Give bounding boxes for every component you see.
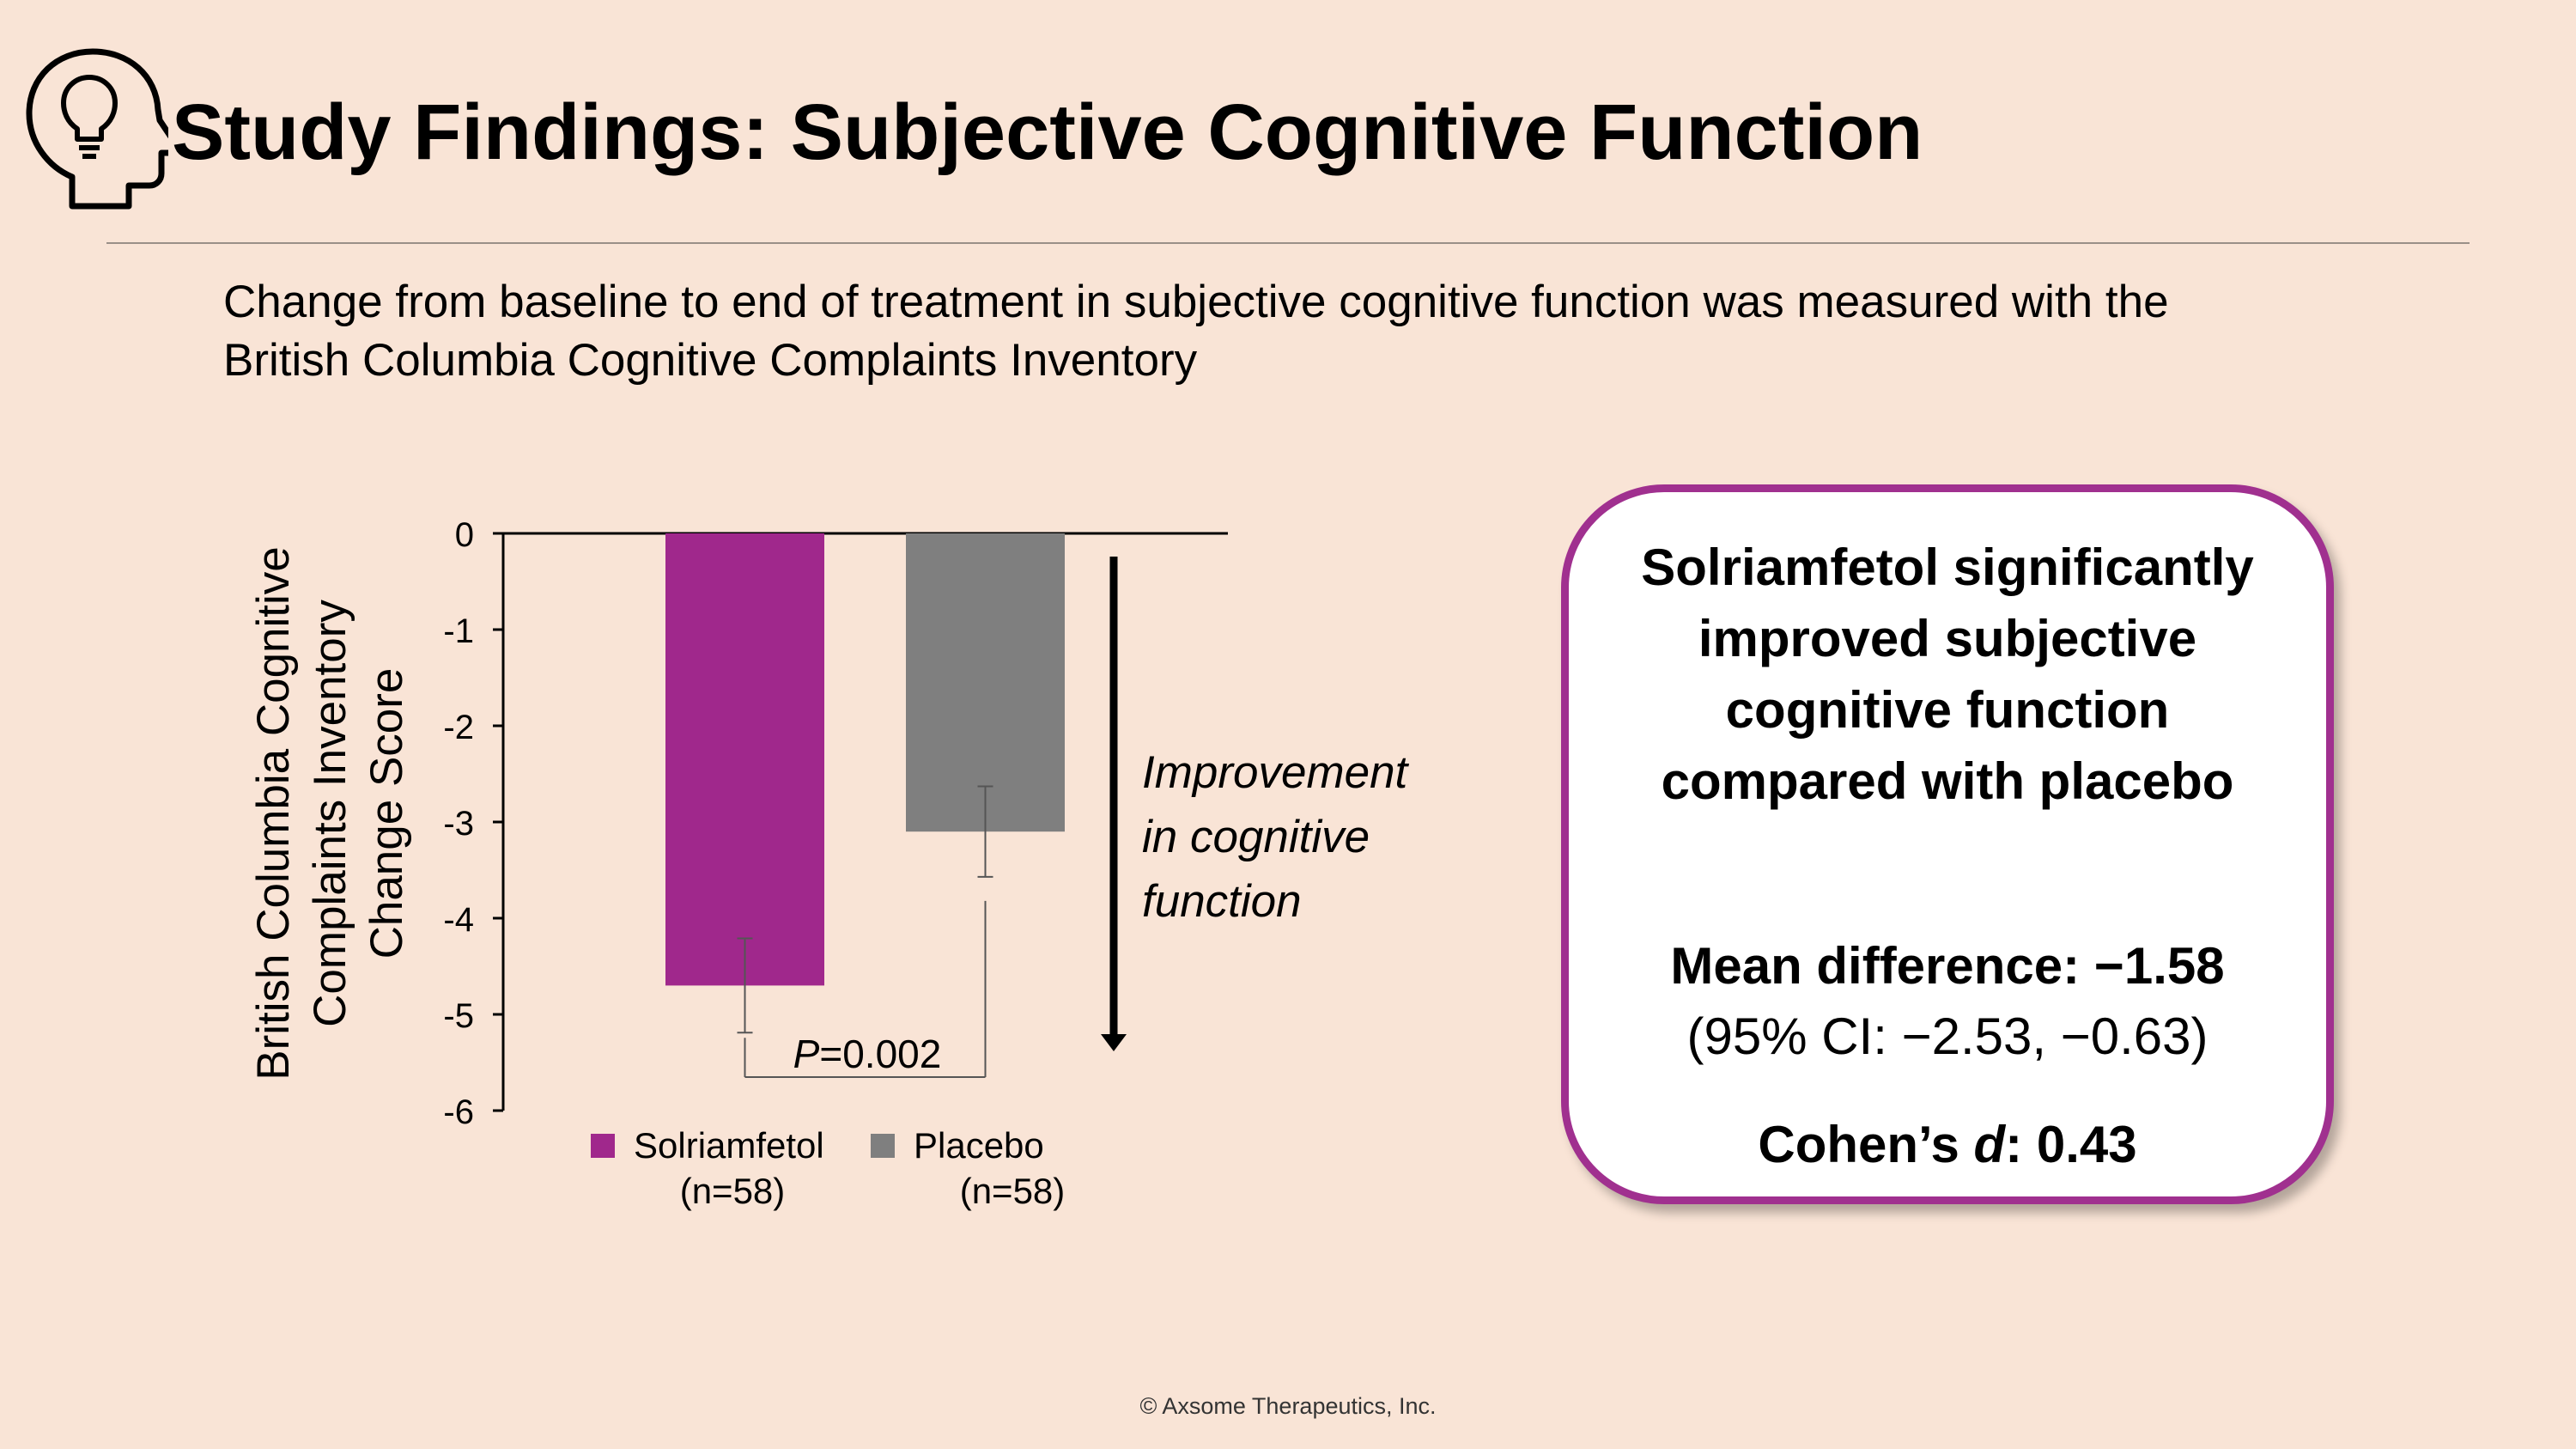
head-lightbulb-icon	[26, 48, 168, 210]
y-tick-label: -3	[443, 805, 474, 843]
title-divider	[106, 242, 2470, 244]
callout-heading: Solriamfetol significantly improved subj…	[1569, 532, 2326, 817]
bars	[665, 533, 1065, 1034]
mean-difference: Mean difference: −1.58	[1670, 937, 2225, 995]
legend-n-placebo: (n=58)	[960, 1171, 1066, 1211]
p-value-p: P	[793, 1032, 820, 1076]
subtitle: Change from baseline to end of treatment…	[223, 273, 2370, 390]
legend-swatch-placebo	[871, 1134, 895, 1158]
y-axis-title: British Columbia Cognitive Complaints In…	[248, 546, 412, 1081]
p-value-number: =0.002	[819, 1032, 941, 1076]
y-tick-label: -4	[443, 901, 474, 939]
y-tick-label: -5	[443, 997, 474, 1035]
y-tick-label: -6	[443, 1093, 474, 1131]
cohens-d: Cohen’s d: 0.43	[1569, 1111, 2326, 1179]
y-axis-ticks: 0 -1 -2 -3 -4 -5 -6	[443, 516, 503, 1131]
callout-heading-line-4: compared with placebo	[1661, 752, 2234, 810]
improvement-line-3: function	[1142, 876, 1302, 927]
callout-heading-line-3: cognitive function	[1725, 681, 2170, 739]
p-value-bracket	[744, 900, 987, 1078]
improvement-annotation: Improvement in cognitive function	[1142, 740, 1503, 934]
bar-placebo	[906, 533, 1065, 832]
bar-chart: British Columbia Cognitive Complaints In…	[248, 516, 1228, 1211]
legend: Solriamfetol (n=58) Placebo (n=58)	[591, 1125, 1065, 1211]
legend-label-solriamfetol: Solriamfetol	[634, 1125, 824, 1166]
cohens-d-value: : 0.43	[2005, 1116, 2137, 1173]
legend-swatch-solriamfetol	[591, 1134, 615, 1158]
legend-label-placebo: Placebo	[914, 1125, 1044, 1166]
improvement-line-2: in cognitive	[1142, 812, 1370, 862]
y-axis-title-line-1: British Columbia Cognitive	[248, 546, 299, 1081]
cohens-d-prefix: Cohen’s	[1758, 1116, 1974, 1173]
subtitle-line-2: British Columbia Cognitive Complaints In…	[223, 335, 1198, 386]
callout-heading-line-1: Solriamfetol significantly	[1641, 539, 2254, 596]
y-axis-title-line-3: Change Score	[361, 668, 412, 959]
legend-n-solriamfetol: (n=58)	[680, 1171, 786, 1211]
bar-solriamfetol	[665, 533, 824, 986]
y-tick-label: -2	[443, 709, 474, 746]
y-axis-title-line-2: Complaints Inventory	[305, 600, 355, 1027]
page-title: Study Findings: Subjective Cognitive Fun…	[172, 88, 1923, 176]
subtitle-line-1: Change from baseline to end of treatment…	[223, 277, 2169, 327]
confidence-interval: (95% CI: −2.53, −0.63)	[1686, 1008, 2208, 1065]
copyright-footer: © Axsome Therapeutics, Inc.	[1139, 1393, 1437, 1419]
callout-heading-line-2: improved subjective	[1698, 610, 2197, 667]
y-tick-label: 0	[455, 516, 474, 554]
improvement-arrow-icon	[1101, 557, 1127, 1051]
cohens-d-symbol: d	[1973, 1116, 2006, 1173]
y-tick-label: -1	[443, 612, 474, 650]
p-value-label: P=0.002	[793, 1032, 942, 1076]
results-callout: Solriamfetol significantly improved subj…	[1561, 484, 2334, 1204]
improvement-line-1: Improvement	[1142, 747, 1408, 798]
